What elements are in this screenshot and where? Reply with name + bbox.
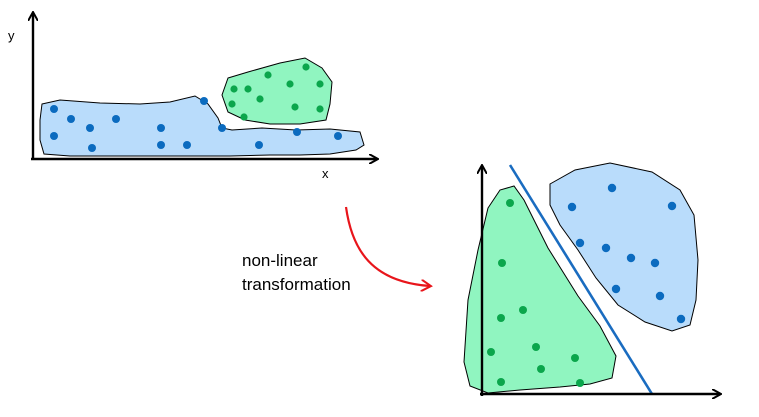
blue-dot [334, 132, 342, 140]
green-dot [506, 199, 514, 207]
transformation-arrow [344, 206, 430, 286]
blue-dots-transformed [567, 183, 686, 324]
green-dot [487, 348, 495, 356]
blue-dot [611, 284, 621, 294]
green-dot [256, 95, 264, 103]
green-dot [302, 63, 310, 71]
blue-dot [626, 253, 636, 263]
blue-dot [67, 115, 75, 123]
blue-dot [200, 97, 208, 105]
blue-dot [667, 201, 677, 211]
blue-dot [86, 124, 94, 132]
blue-dot [157, 124, 165, 132]
green-class-region-original [221, 57, 333, 125]
blue-dot [676, 314, 686, 324]
blue-dot [183, 141, 191, 149]
green-dot [316, 80, 324, 88]
blue-dots-original [50, 97, 342, 152]
green-dot [264, 71, 272, 79]
blue-dot [255, 141, 263, 149]
green-dot [497, 314, 505, 322]
transformation-caption-line1: non-linear [242, 251, 318, 270]
green-dot [316, 105, 324, 113]
blue-dot [50, 132, 58, 140]
blue-dot [655, 291, 665, 301]
green-dot [519, 306, 527, 314]
transformed-space [463, 162, 720, 396]
blue-dot [112, 115, 120, 123]
transformation-caption-line2: transformation [242, 275, 351, 294]
separating-line [508, 164, 654, 395]
green-dot [291, 103, 299, 111]
green-dot [497, 378, 505, 386]
green-dot [537, 365, 545, 373]
y-axis-label: y [8, 28, 15, 43]
green-class-region-transformed [463, 185, 617, 394]
blue-dot [575, 238, 585, 248]
original-space [31, 13, 377, 160]
blue-dot [157, 141, 165, 149]
blue-class-region-transformed [549, 162, 699, 332]
green-dot [576, 379, 584, 387]
blue-dot [650, 258, 660, 268]
green-dot [498, 259, 506, 267]
green-dot [230, 85, 238, 93]
blue-dot [293, 128, 301, 136]
blue-dot [607, 183, 617, 193]
green-dots-transformed [487, 199, 584, 387]
green-dot [286, 80, 294, 88]
green-dot [240, 113, 248, 121]
green-dot [571, 354, 579, 362]
blue-class-region-original [39, 95, 365, 157]
blue-dot [218, 124, 226, 132]
blue-dot [50, 105, 58, 113]
blue-dot [88, 144, 96, 152]
x-axis-label: x [322, 166, 329, 181]
blue-dot [601, 243, 611, 253]
green-dots-original [228, 63, 324, 121]
blue-dot [567, 202, 577, 212]
green-dot [228, 100, 236, 108]
green-dot [532, 343, 540, 351]
green-dot [244, 85, 252, 93]
